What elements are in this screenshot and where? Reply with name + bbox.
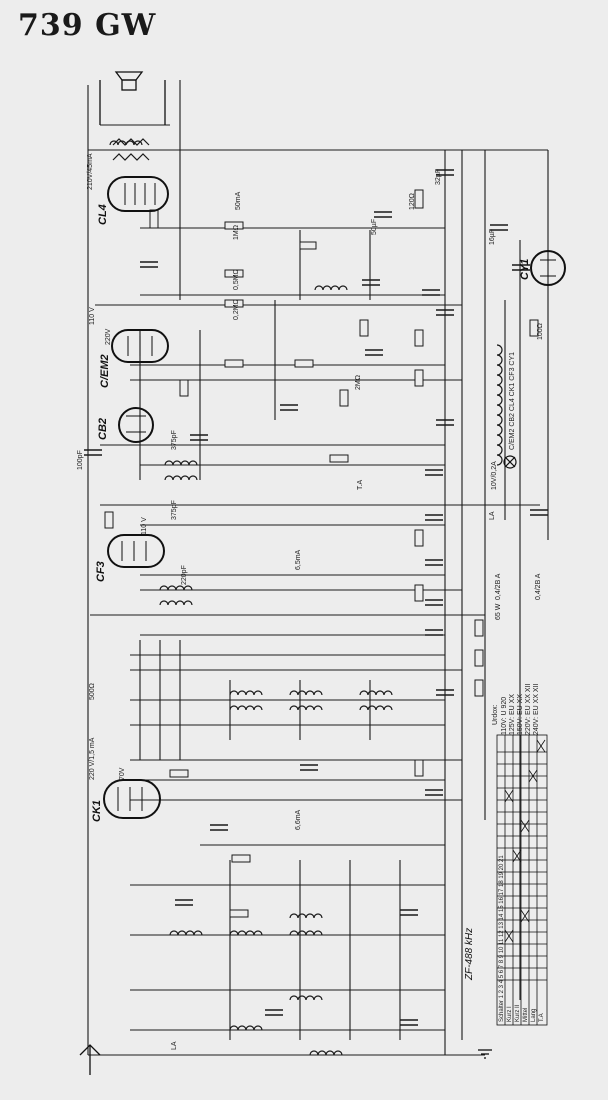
switch-row-label: Kurz II: [515, 1004, 521, 1022]
supply-table: Urdox: 110V: U 920 125V: EU XX 150V: EU …: [492, 683, 540, 735]
lamp-chain-label: C/EM2 CB2 CL4 CK1 CF3 CY1: [509, 352, 516, 450]
res-05m-label: 0,5MΩ: [233, 269, 240, 290]
switch-row-label: Kurz I: [507, 1006, 513, 1022]
cap-375a-label: 375pF: [171, 430, 178, 450]
tube-cy1: [530, 250, 566, 286]
tube-internals: [117, 183, 556, 811]
tube-cem2: [111, 329, 169, 363]
cl4-current-label: 50mA: [235, 191, 242, 210]
supply-line: 150V: EU XX: [517, 694, 524, 735]
page-title: 739 GW: [18, 8, 157, 43]
supply-line: 240V: EU XX XII: [533, 683, 540, 735]
cf3-current-label: 6,5mA: [295, 549, 302, 570]
ck1-current-label: 6,6mA: [295, 809, 302, 830]
supply-header: Urdox:: [492, 704, 499, 725]
cap-16uf-label: 16µF: [489, 229, 496, 245]
if-frequency-label: ZF-488 kHz: [464, 928, 475, 981]
ground-icon: [478, 1049, 492, 1059]
tube-label-cb2: CB2: [97, 418, 109, 440]
capacitors: [84, 169, 548, 1026]
tube-label-ck1: CK1: [91, 800, 103, 822]
switch-row-label: Mittel: [523, 1008, 529, 1022]
tube-cl4: [107, 176, 169, 212]
ck1-supply-label: 220 V/1,5 mA: [89, 737, 96, 780]
dial-lamp-label: 10V/0,2A: [491, 461, 498, 490]
wires: [87, 80, 549, 1056]
speaker-current-label: 210V/45mA: [87, 153, 94, 190]
tube-ck1: [103, 779, 161, 819]
antenna-label: LA: [171, 1041, 178, 1050]
resistors: [104, 189, 539, 918]
tube-label-cl4: CL4: [97, 204, 109, 225]
res-02m-label: 0,2MΩ: [233, 299, 240, 320]
tube-label-cy1: CY1: [519, 259, 531, 280]
res-100-label: 100Ω: [537, 323, 544, 340]
res-2m-label: 2MΩ: [355, 375, 362, 390]
voltage-label-70: 70V: [119, 767, 126, 780]
switch-row-label: Lang: [531, 1009, 537, 1022]
cap-50uf-label: 50µF: [371, 219, 378, 235]
pilot-lamp-icon: [503, 455, 517, 469]
switch-la-label: LA: [489, 511, 496, 520]
switch-table-grid: [496, 734, 548, 1026]
component-labels: ZF-488 kHz 210V/45mA 50mA 6,5mA 6,6mA 22…: [77, 153, 544, 1050]
supply-line: 125V: EU XX: [509, 694, 516, 735]
voltage-label-110b: 110 V: [141, 517, 148, 535]
antenna-icon: [79, 1044, 101, 1075]
pilot-watt-label: 65 W: [495, 603, 502, 620]
fuse-label-2: 0,4/2B A: [535, 573, 542, 600]
cap-220-label: 220pF: [181, 565, 188, 585]
cap-375b-label: 375pF: [171, 500, 178, 520]
fuse-label-1: 0,4/2B A: [495, 573, 502, 600]
coils: [109, 138, 503, 1056]
res-1m-label: 1MΩ: [233, 225, 240, 240]
tube-label-cem2: C/EM2: [99, 354, 111, 388]
speaker-icon: [99, 71, 166, 125]
tubes: [103, 176, 566, 819]
ck1-resistor-label: 500Ω: [89, 683, 96, 700]
cap-32uf-label: 32µF: [435, 169, 442, 185]
tube-label-cf3: CF3: [95, 561, 107, 582]
tube-cb2: [118, 407, 154, 443]
cap-100-label: 100pF: [77, 450, 84, 470]
switch-ta-label: T.A: [357, 480, 364, 490]
tube-labels: CL4 C/EM2 CB2 CF3 CY1 CK1: [91, 204, 531, 822]
tube-cf3: [107, 534, 165, 568]
switch-table-header: Schalter 1 2 3 4 5 6 7 8 9 10 11 12 13 1…: [499, 855, 505, 1022]
res-120-label: 120Ω: [409, 193, 416, 210]
supply-line: 110V: U 920: [501, 697, 508, 735]
switch-row-label: T.A: [539, 1013, 545, 1022]
supply-line: 220V: EU XX XII: [525, 683, 532, 735]
voltage-label-110a: 110 V: [89, 307, 96, 325]
switch-table: Schalter 1 2 3 4 5 6 7 8 9 10 11 12 13 1…: [499, 855, 545, 1022]
voltage-label-220: 220V: [105, 328, 112, 345]
